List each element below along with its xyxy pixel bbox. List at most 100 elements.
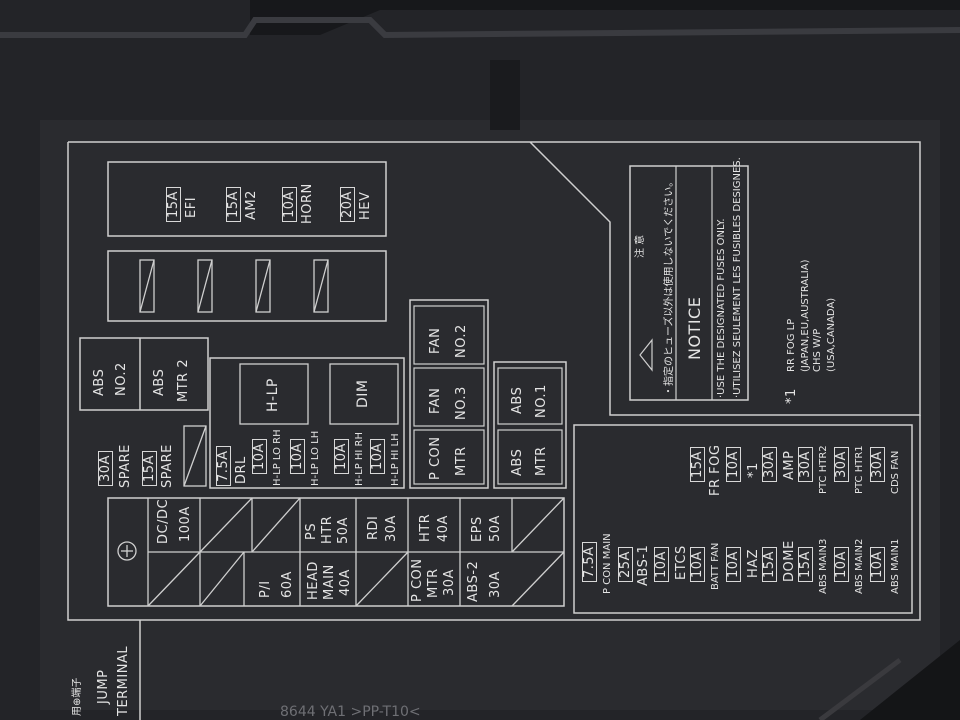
fuse-abs1-name: ABS-1: [636, 544, 651, 586]
abs-mtr2-line2: MTR 2: [176, 358, 191, 402]
fuse-drl-amp: 7.5A: [216, 446, 231, 486]
fuse-cdsfan-name: CDS FAN: [890, 450, 901, 494]
fuse-hev-name: HEV: [358, 191, 373, 220]
notice-line-fr: ·UTILISEZ SEULEMENT LES FUSIBLES DESIGNE…: [732, 157, 743, 398]
fuse-haz-name: HAZ: [746, 548, 761, 578]
spare2-amp: 15A: [142, 451, 157, 486]
fuse-hlp-hi-rh-name: H-LP HI RH: [354, 431, 365, 486]
spare-slots: [139, 259, 329, 313]
fuse-hlp-lo-rh-amp: 10A: [252, 439, 267, 474]
spare1-name: SPARE: [118, 444, 133, 488]
notice-jp-text: ・指定のヒューズ以外は使用しないでください。: [664, 176, 675, 396]
fuse-am2-amp: 15A: [226, 187, 241, 222]
abs-no2-line1: ABS: [92, 368, 107, 396]
fuse-pconmain-name: P CON MAIN: [602, 533, 613, 594]
terminal-line2: TERMINAL: [116, 645, 131, 716]
relay-fan-no3-line1: FAN: [428, 387, 443, 414]
fuse-cdsfan-amp: 30A: [870, 447, 885, 482]
link-abs2-amp: 30A: [488, 571, 503, 598]
link-headmain-1: HEAD: [306, 561, 321, 600]
fuse-battfan-name: BATT FAN: [710, 542, 721, 590]
link-pshtr-2: HTR: [320, 515, 335, 544]
notice-line-en: ·USE THE DESIGNATED FUSES ONLY.: [716, 218, 727, 398]
terminal-symbol: ⊕: [118, 539, 119, 540]
link-eps-name: EPS: [470, 516, 485, 542]
fuse-pconmain-amp: 7.5A: [582, 542, 597, 582]
relay-dim: DIM: [355, 379, 371, 409]
fuse-hlp-lo-lh-amp: 10A: [290, 439, 305, 474]
footnote-line2: (JAPAN,EU,AUSTRALIA): [800, 259, 811, 373]
fuse-hlp-hi-rh-amp: 10A: [334, 439, 349, 474]
link-dcdc-amp: 100A: [178, 506, 193, 542]
relay-pcon-line2: MTR: [454, 446, 469, 476]
link-dcdc-name: DC/DC: [156, 498, 171, 544]
link-htr-amp: 40A: [436, 515, 451, 542]
footnote-line1: RR FOG LP: [786, 318, 797, 372]
fuse-ptchtr1-name: PTC HTR1: [854, 445, 865, 494]
fuse-absmain3-amp: 15A: [798, 547, 813, 582]
fuse-am2-name: AM2: [244, 190, 259, 220]
link-pi-amp: 60A: [280, 571, 295, 598]
relay-hlp: H-LP: [265, 378, 281, 412]
notice-jp-title: 注 意: [635, 234, 646, 258]
fuse-star1-name: *1: [746, 462, 761, 478]
fuse-drl-name: DRL: [234, 456, 249, 484]
link-pconmtr-1: P CON: [410, 558, 425, 602]
fuse-absmain1-amp: 10A: [870, 547, 885, 582]
relay-abs-no1-line2: NO.1: [534, 384, 549, 418]
link-eps-amp: 50A: [488, 515, 503, 542]
fuse-dome-name: DOME: [782, 540, 797, 582]
link-pi-name: P/I: [258, 580, 273, 598]
relay-abs-mtr-line2: MTR: [534, 446, 549, 476]
fuse-hlp-hi-lh-amp: 10A: [370, 439, 385, 474]
fuse-etcs-amp: 10A: [654, 547, 669, 582]
fuse-efi-amp: 15A: [166, 187, 181, 222]
fuse-absmain3-name: ABS MAIN3: [818, 538, 829, 594]
link-headmain-2: MAIN: [322, 564, 337, 600]
link-pshtr-1: PS: [304, 522, 319, 540]
link-rdi-name: RDI: [366, 515, 381, 540]
relay-abs-no1-line1: ABS: [510, 386, 525, 414]
footnote-marker: *1: [784, 388, 799, 404]
fuse-horn-name: HORN: [300, 183, 315, 224]
fuse-horn-amp: 10A: [282, 187, 297, 222]
link-abs2-name: ABS-2: [466, 560, 481, 602]
fuse-hlp-lo-lh-name: H-LP LO LH: [310, 430, 321, 486]
fuse-frfog-name: FR FOG: [708, 444, 723, 496]
fuse-haz-amp: 10A: [726, 547, 741, 582]
spare1-amp: 30A: [98, 451, 113, 486]
fuse-star1-amp: 10A: [726, 447, 741, 482]
fuse-hlp-hi-lh-name: H-LP HI LH: [390, 433, 401, 486]
abs-mtr2-line1: ABS: [152, 368, 167, 396]
fuse-etcs-name: ETCS: [674, 545, 689, 580]
footnote-line3: CHS W/P: [812, 328, 823, 372]
relay-fan-no2-line1: FAN: [428, 327, 443, 354]
spare2-name: SPARE: [160, 444, 175, 488]
fuse-frfog-amp: 15A: [690, 447, 705, 482]
relay-abs-mtr-line1: ABS: [510, 448, 525, 476]
fuse-hev-amp: 20A: [340, 187, 355, 222]
link-rdi-amp: 30A: [384, 515, 399, 542]
fuse-abs1-amp: 25A: [618, 547, 633, 582]
relay-pcon-line1: P CON: [428, 436, 443, 480]
fuse-hlp-lo-rh-name: H-LP LO RH: [272, 429, 283, 486]
terminal-jp: 用⊕端子: [72, 677, 83, 716]
link-pconmtr-3: 30A: [442, 569, 457, 596]
fuse-efi-name: EFI: [184, 196, 199, 218]
link-htr-name: HTR: [418, 513, 433, 542]
fuse-absmain1-name: ABS MAIN1: [890, 538, 901, 594]
fuse-amp-name: AMP: [782, 450, 797, 480]
warning-triangle-icon: [639, 338, 653, 372]
relay-fan-no3-line2: NO.3: [454, 386, 469, 420]
part-code: 8644 YA1 >PP-T10<: [280, 704, 421, 720]
link-pconmtr-2: MTR: [426, 568, 441, 598]
fuse-absmain2-amp: 10A: [834, 547, 849, 582]
fuse-ptchtr2-amp: 30A: [798, 447, 813, 482]
fuse-amp-amp: 30A: [762, 447, 777, 482]
fuse-battfan-amp: 10A: [690, 547, 705, 582]
fuse-ptchtr2-name: PTC HTR2: [818, 445, 829, 494]
fuse-ptchtr1-amp: 30A: [834, 447, 849, 482]
plus-terminal-icon: [117, 541, 137, 561]
